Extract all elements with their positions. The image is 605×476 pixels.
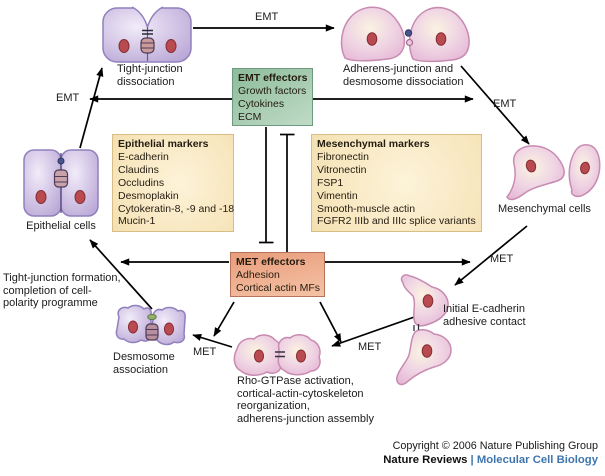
- emt-effectors-item: Growth factors: [238, 84, 307, 97]
- journal-line: Nature Reviews | Molecular Cell Biology: [383, 453, 598, 467]
- arrows-layer: [79, 24, 530, 348]
- epithelial-cells-illustration: [23, 149, 99, 217]
- emt-effectors-item: Cytokines: [238, 97, 285, 110]
- arrow-mesenchymal-to-ecadherin: [454, 225, 528, 286]
- mesenchymal-marker: Vimentin: [317, 189, 358, 202]
- epithelial-cells-label: Epithelial cells: [26, 220, 96, 232]
- emt-left-label: EMT: [56, 92, 80, 104]
- tight-junction-cells-illustration: [102, 6, 192, 63]
- arrow-metbox-down-right: [319, 301, 342, 343]
- met-bottom-left-label: MET: [193, 346, 217, 358]
- mesenchymal-marker: Smooth-muscle actin: [317, 202, 416, 215]
- emt-effectors-title: EMT effectors: [238, 72, 308, 84]
- rho-cells-illustration: [233, 334, 321, 376]
- rho-gtpase-label: Rho-GTPase activation, cortical-actin-cy…: [237, 375, 374, 425]
- met-effectors-box: MET effectors Adhesion Cortical actin MF…: [230, 252, 325, 297]
- footer: Copyright © 2006 Nature Publishing Group…: [383, 440, 598, 467]
- emt-right-label: EMT: [493, 98, 517, 110]
- epithelial-marker: Mucin-1: [118, 215, 156, 228]
- mesenchymal-markers-title: Mesenchymal markers: [317, 138, 430, 150]
- adherens-label: Adherens-junction and desmosome dissocia…: [343, 63, 464, 88]
- epithelial-markers-box: Epithelial markers E-cadherin Claudins O…: [112, 134, 234, 232]
- arrow-desmosome-to-epithelial: [89, 239, 153, 310]
- arrow-epithelial-to-tight-junction: [79, 67, 104, 149]
- journal-separator: |: [470, 454, 474, 466]
- mesenchymal-marker: Fibronectin: [317, 150, 369, 163]
- met-bottom-right-label: MET: [358, 341, 382, 353]
- tight-junction-formation-label: Tight-junction formation, completion of …: [3, 272, 121, 309]
- ecadherin-cells-illustration: [396, 274, 452, 386]
- arrow-rho-to-desmosome: [192, 333, 233, 348]
- epithelial-markers-title: Epithelial markers: [118, 138, 209, 150]
- mesenchymal-cells-label: Mesenchymal cells: [498, 203, 591, 215]
- emt-top-label: EMT: [255, 11, 279, 23]
- met-right-label: MET: [490, 253, 514, 265]
- arrow-adherens-to-mesenchymal: [460, 65, 530, 145]
- emt-effectors-item: ECM: [238, 110, 262, 123]
- met-effectors-item: Cortical actin MFs: [236, 281, 321, 294]
- journal-section: Molecular Cell Biology: [476, 454, 598, 466]
- arrow-metbox-down-left: [213, 301, 235, 337]
- met-effectors-title: MET effectors: [236, 256, 306, 268]
- mesenchymal-markers-box: Mesenchymal markers Fibronectin Vitronec…: [311, 134, 482, 232]
- desmosome-cells-illustration: [115, 304, 186, 346]
- epithelial-marker: Claudins: [118, 163, 159, 176]
- desmosome-association-label: Desmosome association: [113, 351, 175, 376]
- journal-name: Nature Reviews: [383, 454, 468, 466]
- mesenchymal-marker: FSP1: [317, 176, 344, 189]
- met-effectors-item: Adhesion: [236, 268, 280, 281]
- epithelial-marker: Occludins: [118, 176, 165, 189]
- mesenchymal-cells-illustration: [506, 144, 601, 201]
- tight-junction-label: Tight-junction dissociation: [117, 63, 183, 88]
- mesenchymal-marker: Vitronectin: [317, 163, 367, 176]
- epithelial-marker: Desmoplakin: [118, 189, 179, 202]
- adherens-cells-illustration: [340, 6, 470, 63]
- mesenchymal-marker: FGFR2 IIIb and IIIc splice variants: [317, 215, 476, 228]
- ecadherin-contact-label: Initial E-cadherin adhesive contact: [443, 303, 526, 328]
- inhibition-lines: [259, 127, 295, 253]
- epithelial-marker: Cytokeratin-8, -9 and -18: [118, 202, 235, 215]
- emt-effectors-box: EMT effectors Growth factors Cytokines E…: [232, 68, 313, 126]
- copyright-text: Copyright © 2006 Nature Publishing Group: [392, 440, 598, 452]
- epithelial-marker: E-cadherin: [118, 150, 169, 163]
